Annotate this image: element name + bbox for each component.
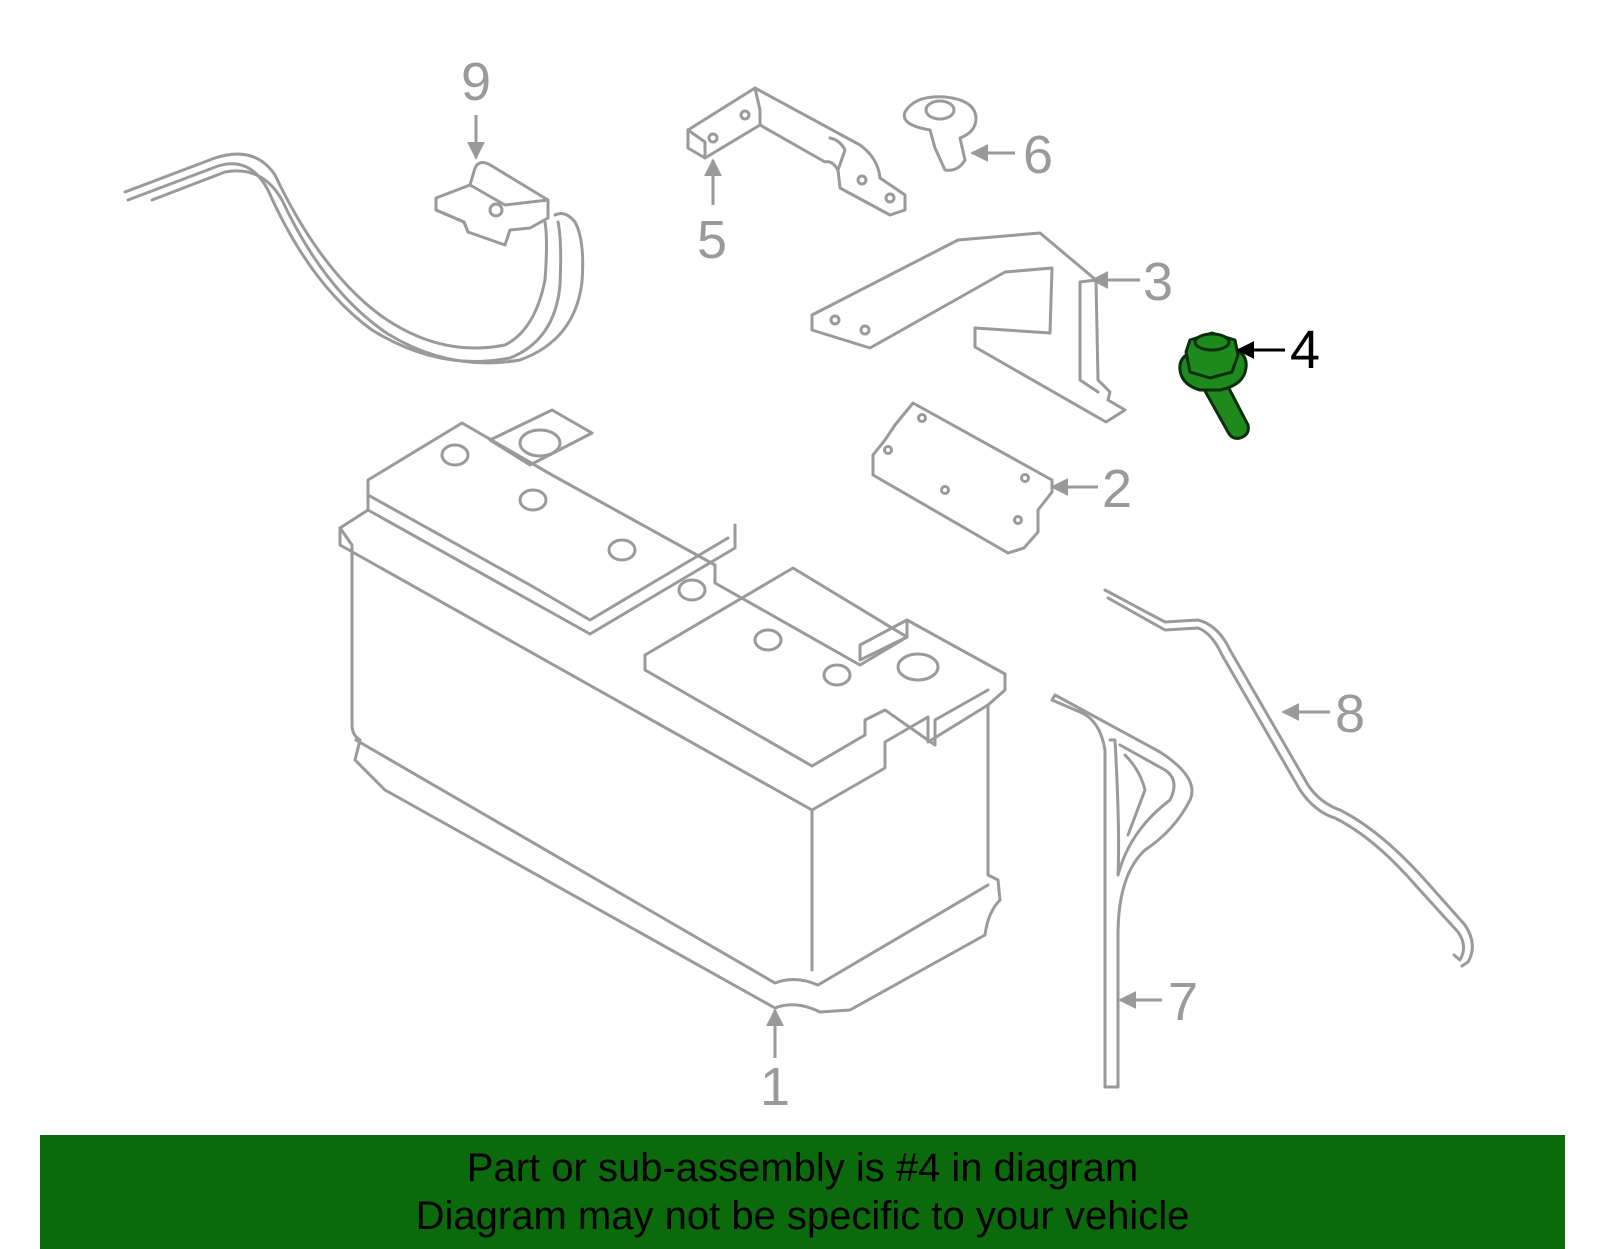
callout-8: 8 xyxy=(1335,684,1365,744)
callout-5: 5 xyxy=(697,210,727,270)
part-5-bracket xyxy=(686,86,907,217)
callout-3: 3 xyxy=(1143,252,1173,312)
part-4-bolt xyxy=(1178,331,1250,440)
part-8-rod xyxy=(1103,588,1474,968)
part-9-cable xyxy=(123,152,585,365)
part-2-plate xyxy=(871,401,1054,555)
callout-6: 6 xyxy=(1023,125,1053,185)
callout-1: 1 xyxy=(760,1057,790,1117)
banner-line-1: Part or sub-assembly is #4 in diagram xyxy=(466,1146,1139,1190)
callout-9: 9 xyxy=(461,52,491,112)
part-7-bracket xyxy=(1050,693,1194,1089)
banner-line-2: Diagram may not be specific to your vehi… xyxy=(415,1194,1190,1238)
part-1-battery xyxy=(338,408,1007,1014)
part-6-nut xyxy=(902,95,978,172)
callout-7: 7 xyxy=(1168,972,1198,1032)
callout-4: 4 xyxy=(1290,320,1320,380)
part-info-banner: Part or sub-assembly is #4 in diagram Di… xyxy=(40,1135,1565,1249)
callout-2: 2 xyxy=(1102,459,1132,519)
part-3-bracket xyxy=(810,231,1127,424)
